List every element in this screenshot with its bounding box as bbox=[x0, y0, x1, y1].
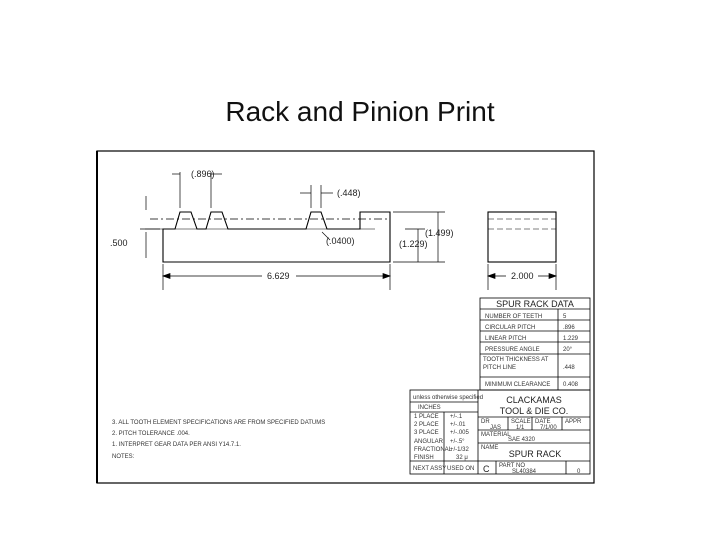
scale-label: SCALE bbox=[511, 419, 531, 425]
part-number: SL40384 bbox=[512, 469, 537, 475]
total-height-label: (1.499) bbox=[425, 228, 454, 238]
tolerance-label: FINISH bbox=[414, 455, 434, 461]
data-row-label: CIRCULAR PITCH bbox=[485, 325, 535, 331]
data-row-label: NUMBER OF TEETH bbox=[485, 314, 542, 320]
part-name: SPUR RACK bbox=[509, 449, 562, 459]
note-item: 3. ALL TOOTH ELEMENT SPECIFICATIONS ARE … bbox=[112, 420, 325, 426]
drawn-by: JAS bbox=[490, 425, 501, 431]
pitch-line-height-label: (1.229) bbox=[399, 239, 428, 249]
revision: 0 bbox=[577, 469, 581, 475]
tolerance-value: +/-.5° bbox=[450, 439, 465, 445]
tolerance-label: 3 PLACE bbox=[414, 430, 439, 436]
height-dimension-left bbox=[140, 196, 160, 258]
data-table-title: SPUR RACK DATA bbox=[496, 299, 574, 309]
tolerance-units: INCHES bbox=[418, 405, 441, 411]
data-row-label: LINEAR PITCH bbox=[485, 336, 526, 342]
spur-rack-data-table bbox=[479, 297, 591, 391]
rack-front-view bbox=[162, 211, 391, 263]
data-row-value: .896 bbox=[563, 325, 575, 331]
company-name-line1: CLACKAMAS bbox=[506, 395, 562, 405]
drawing-size: C bbox=[483, 464, 490, 474]
height-dimension-right bbox=[393, 211, 445, 263]
notes-header: NOTES: bbox=[112, 454, 135, 460]
data-row-value: 5 bbox=[563, 314, 567, 320]
scale-value: 1/1 bbox=[516, 425, 525, 431]
date-label: DATE bbox=[535, 419, 551, 425]
overall-height-label: .500 bbox=[110, 238, 128, 248]
tolerance-label: 1 PLACE bbox=[414, 414, 439, 420]
company-name-line2: TOOL & DIE CO. bbox=[500, 406, 569, 416]
width-label: 2.000 bbox=[511, 271, 534, 281]
next-assy-label: NEXT ASSY bbox=[413, 466, 446, 472]
data-row-label: TOOTH THICKNESS AT PITCH LINE bbox=[483, 357, 549, 371]
pitch-dimension bbox=[172, 172, 222, 208]
data-row-label: PRESSURE ANGLE bbox=[485, 347, 540, 353]
slide-title: Rack and Pinion Print bbox=[225, 96, 495, 127]
title-block bbox=[409, 389, 591, 475]
tolerance-value: +/-1/32 bbox=[450, 447, 470, 453]
tolerance-value: +/-.01 bbox=[450, 422, 466, 428]
width-dimension bbox=[486, 264, 558, 290]
data-row-value: 20° bbox=[563, 347, 573, 353]
drawn-label: DR bbox=[481, 419, 490, 425]
material-value: SAE 4320 bbox=[508, 437, 536, 443]
data-row-value: 0.408 bbox=[563, 382, 579, 388]
length-dimension bbox=[161, 264, 392, 290]
data-row-value: 1.229 bbox=[563, 336, 579, 342]
tooth-thickness-label: (.448) bbox=[337, 188, 361, 198]
tolerance-value: +/-.1 bbox=[450, 414, 463, 420]
note-item: 1. INTERPRET GEAR DATA PER ANSI Y14.7.1. bbox=[112, 442, 241, 448]
tolerance-label: 2 PLACE bbox=[414, 422, 439, 428]
pitch-dim-label: (.896) bbox=[191, 169, 215, 179]
part-no-label: PART NO bbox=[499, 463, 525, 469]
data-row-value: .448 bbox=[563, 365, 575, 371]
notes-block: 3. ALL TOOTH ELEMENT SPECIFICATIONS ARE … bbox=[112, 420, 325, 460]
tooth-thickness-dimension bbox=[300, 185, 333, 208]
tolerance-value: +/-.005 bbox=[450, 430, 470, 436]
name-label: NAME bbox=[481, 445, 498, 451]
tolerance-label: ANGULAR bbox=[414, 439, 444, 445]
note-item: 2. PITCH TOLERANCE .004. bbox=[112, 431, 190, 437]
tolerance-value: 32 μ bbox=[456, 455, 468, 461]
length-label: 6.629 bbox=[267, 271, 290, 281]
data-row-label: MINIMUM CLEARANCE bbox=[485, 382, 550, 388]
tolerance-header: unless otherwise specified bbox=[413, 395, 483, 401]
date-value: 7/1/00 bbox=[540, 425, 557, 431]
approval-label: APPR bbox=[565, 419, 582, 425]
material-label: MATERIAL bbox=[481, 432, 511, 438]
tolerance-label: FRACTIONAL bbox=[414, 447, 453, 453]
used-on-label: USED ON bbox=[447, 466, 474, 472]
tooth-root-label: (.0400) bbox=[326, 236, 355, 246]
rack-side-view bbox=[487, 211, 557, 263]
